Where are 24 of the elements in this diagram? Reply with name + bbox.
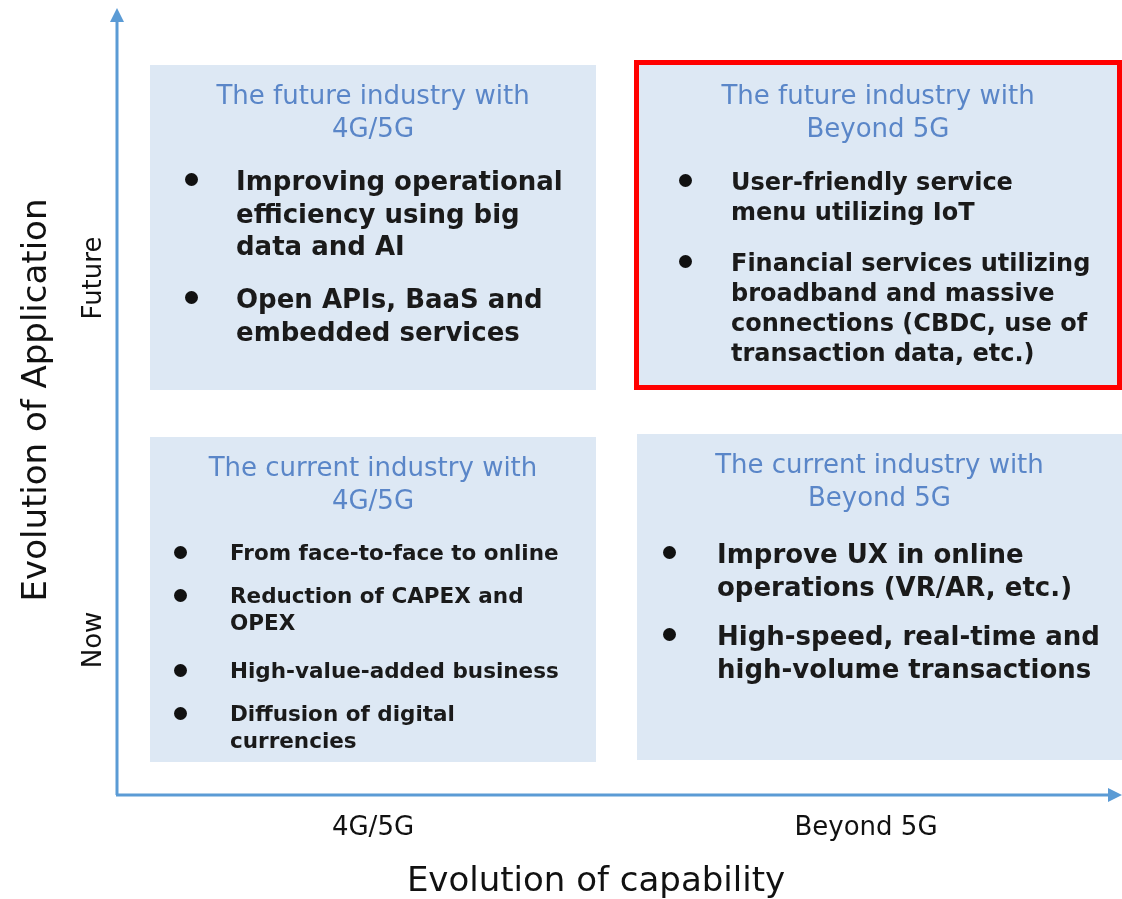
list-item: Reduction of CAPEX and OPEX bbox=[230, 583, 525, 637]
quadrant-heading: The future industry with 4G/5G bbox=[215, 79, 531, 146]
quadrant-box bbox=[150, 65, 596, 390]
axis-tick-label: Beyond 5G bbox=[794, 811, 938, 841]
axis-tick-label: Now bbox=[77, 611, 107, 669]
list-item: High-value-added business bbox=[230, 658, 560, 685]
highlighted-quadrant-box bbox=[634, 60, 1122, 390]
list-item: High-speed, real-time and high-volume transactions bbox=[717, 620, 1101, 685]
axis-title: Evolution of capability bbox=[406, 859, 786, 899]
list-item: From face-to-face to online bbox=[230, 540, 560, 567]
axis-tick-label: 4G/5G bbox=[331, 811, 415, 841]
list-item: Open APIs, BaaS and embedded services bbox=[236, 283, 544, 348]
axis-title: Evolution of Application bbox=[14, 198, 54, 602]
quadrant-heading: The current industry with Beyond 5G bbox=[714, 448, 1045, 515]
list-item: Improve UX in online operations (VR/AR, etc.) bbox=[717, 538, 1074, 603]
quadrant-heading: The current industry with 4G/5G bbox=[207, 451, 539, 518]
quadrant-box bbox=[150, 437, 596, 762]
list-item: Financial services utilizing broadband and massive connections (CBDC, use of transaction data, etc.) bbox=[731, 248, 1092, 368]
axis-tick-label: Future bbox=[77, 236, 107, 320]
list-item: User-friendly service menu utilizing IoT bbox=[731, 167, 1014, 227]
list-item: Improving operational efficiency using big data and AI bbox=[236, 165, 564, 263]
list-item: Diffusion of digital currencies bbox=[230, 701, 456, 755]
quadrant-box bbox=[637, 434, 1122, 760]
quadrant-heading: The future industry with Beyond 5G bbox=[720, 79, 1036, 146]
